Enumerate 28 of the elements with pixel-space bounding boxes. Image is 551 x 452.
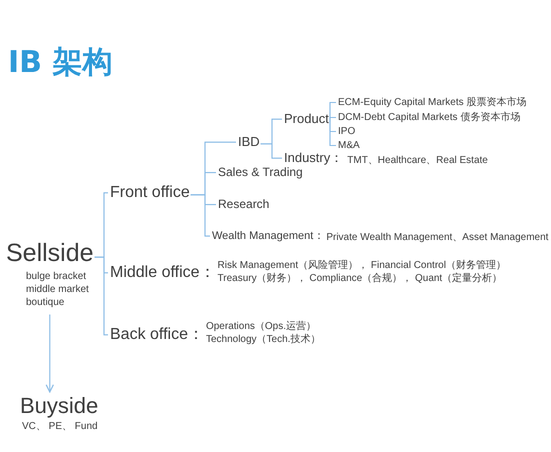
node-label: Industry： (284, 151, 344, 166)
node-label: Product (284, 112, 329, 126)
node-note: VC、 PE、 Fund (22, 420, 98, 434)
arrow (46, 314, 54, 393)
node-label: ECM-Equity Capital Markets 股票资本市场 (338, 97, 526, 108)
node-label: Research (218, 198, 270, 212)
node-label: IPO (338, 126, 356, 137)
node-label: Buyside (20, 394, 98, 418)
node-label: Back office： (110, 326, 204, 344)
node-label: Middle office： (110, 264, 216, 282)
node-label: Sales & Trading (218, 166, 303, 180)
node-note: bulge bracket middle market boutique (26, 270, 89, 308)
diagram-title: IB 架构 (8, 44, 112, 82)
bracket-connector (329, 120, 336, 146)
node-note: TMT、Healthcare、Real Estate (347, 154, 488, 167)
node-note: Risk Management（风险管理）， Financial Control（财务管理） Treasury（财务）， Compliance（合规）， Quant（定量分析） (218, 258, 506, 285)
node-note: Private Wealth Management、Asset Management (326, 230, 548, 244)
node-label: M&A (338, 140, 360, 151)
node-label: IBD (238, 135, 260, 150)
node-label: Sellside (6, 240, 94, 268)
node-note: Operations（Ops.运营） Technology（Tech.技术） (206, 320, 320, 346)
node-label: Front office (110, 184, 190, 202)
node-label: Wealth Management： (212, 230, 324, 242)
bracket-connector (260, 143, 282, 159)
bracket-connector (329, 116, 336, 122)
bracket-connector (94, 256, 108, 336)
node-label: DCM-Debt Capital Markets 债务资本市场 (338, 112, 520, 123)
bracket-connector (190, 194, 210, 237)
